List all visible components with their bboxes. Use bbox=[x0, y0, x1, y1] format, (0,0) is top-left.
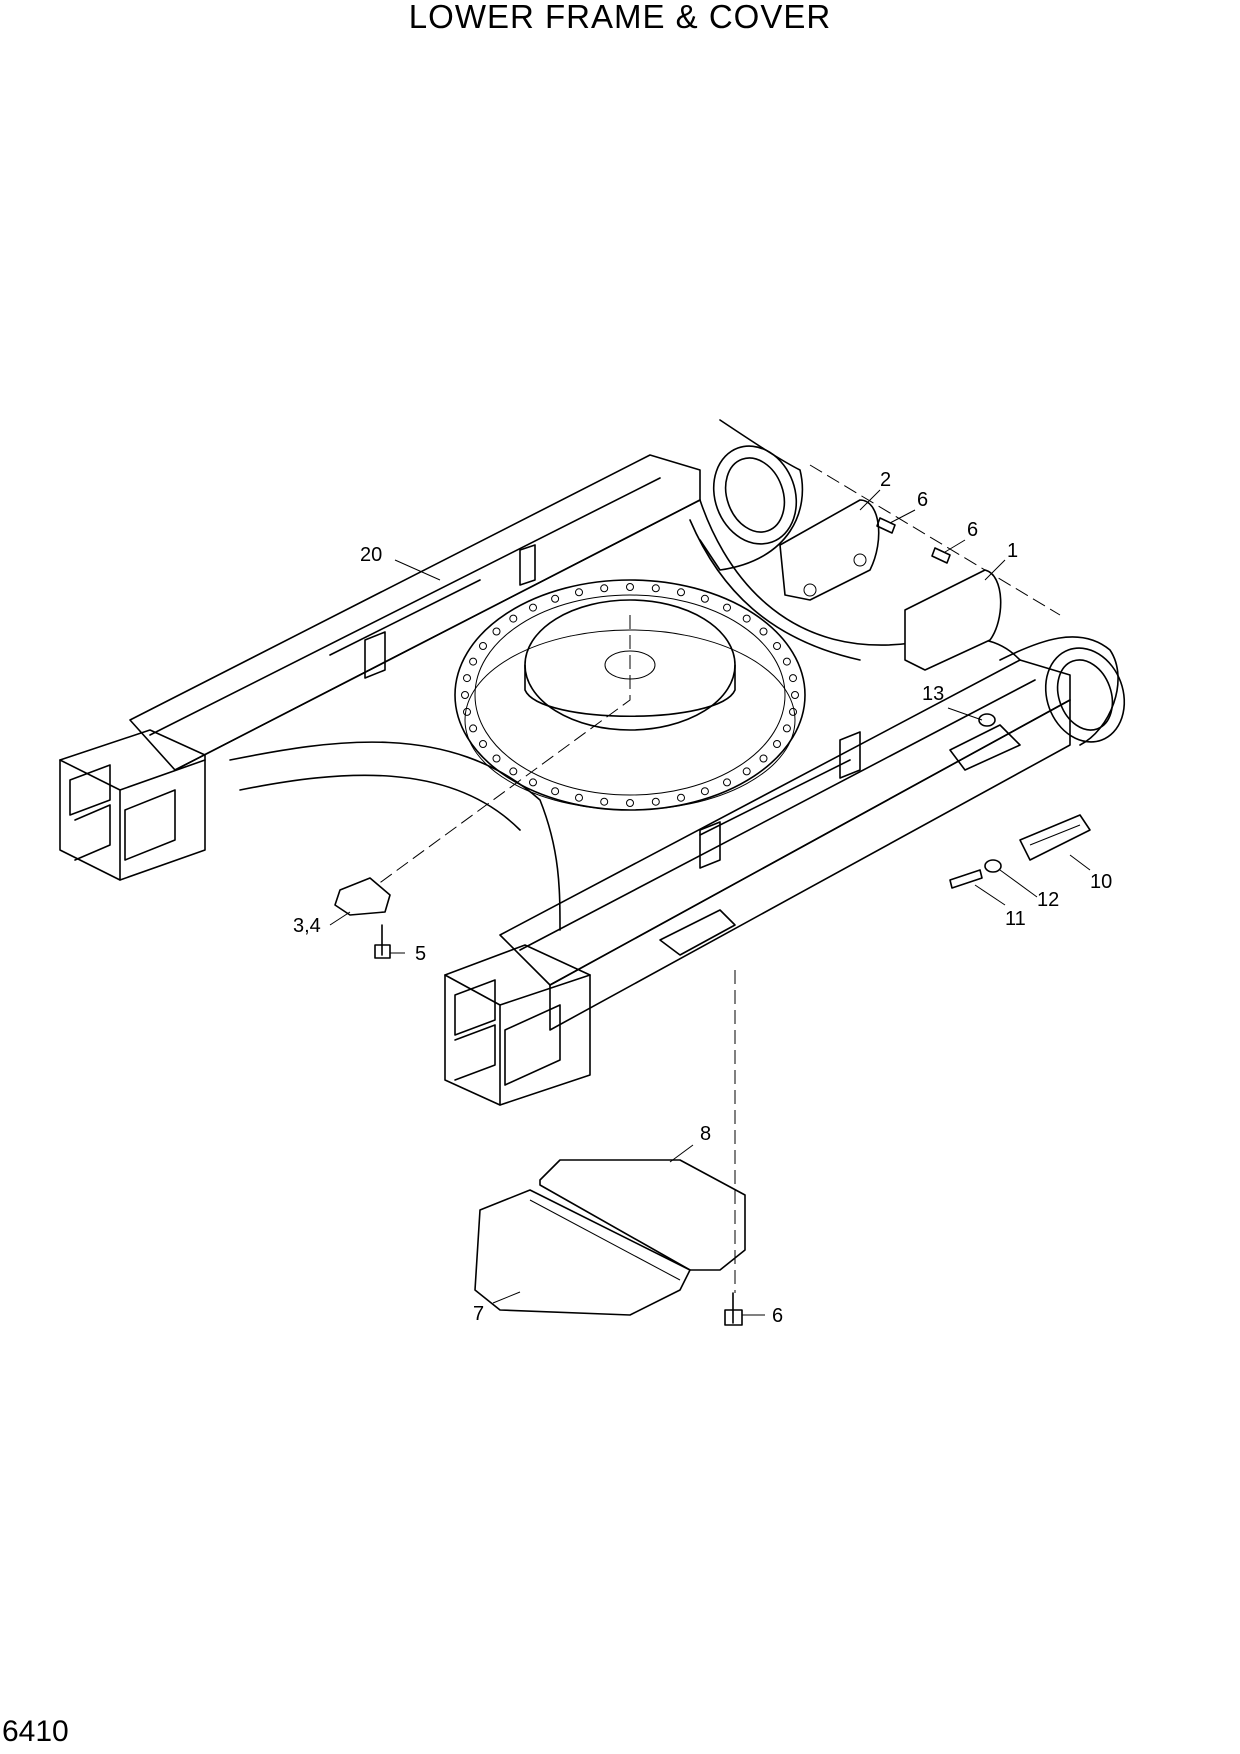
callout-8: 8 bbox=[700, 1123, 711, 1145]
bolt-hole bbox=[469, 724, 478, 733]
nut-13 bbox=[978, 713, 996, 727]
bolt-hole bbox=[509, 767, 518, 776]
bolt-6-upper-b bbox=[931, 547, 951, 564]
leader-lines bbox=[329, 489, 1091, 1316]
bolt-hole bbox=[469, 657, 478, 666]
bolt-hole bbox=[759, 627, 768, 636]
bolt-hole bbox=[651, 797, 660, 806]
page-number: 6410 bbox=[2, 1715, 69, 1748]
bolt-hole bbox=[551, 594, 560, 603]
callout-7: 7 bbox=[473, 1303, 484, 1325]
lower-frame bbox=[59, 419, 1126, 1106]
bolt-11 bbox=[949, 869, 983, 889]
bolt-hole bbox=[463, 674, 471, 683]
bolt-hole bbox=[782, 724, 791, 733]
bolt-hole bbox=[789, 674, 797, 683]
bolt-hole bbox=[575, 588, 583, 597]
callout-10: 10 bbox=[1090, 871, 1112, 893]
bolt-hole bbox=[742, 767, 751, 776]
bolt-hole bbox=[551, 787, 560, 796]
bolt-hole bbox=[626, 799, 634, 807]
bolt-hole bbox=[791, 691, 799, 699]
bolt-hole bbox=[529, 603, 537, 612]
bolt-hole bbox=[479, 740, 487, 748]
bolt-hole bbox=[773, 642, 781, 650]
idler-cover-2 bbox=[779, 499, 880, 601]
under-cover-7 bbox=[474, 1189, 691, 1316]
bolt-hole bbox=[759, 754, 768, 763]
page-title: LOWER FRAME & COVER bbox=[408, 0, 832, 35]
step-bracket-10 bbox=[1019, 814, 1091, 861]
bolt-hole bbox=[723, 603, 731, 612]
callout-5: 5 bbox=[415, 943, 426, 965]
bolt-hole bbox=[742, 614, 751, 623]
bolt-hole bbox=[461, 691, 469, 699]
callout-6-c: 6 bbox=[772, 1305, 783, 1327]
bolt-5 bbox=[374, 924, 391, 959]
callout-11: 11 bbox=[1005, 908, 1026, 930]
bolt-hole bbox=[492, 754, 501, 763]
idler-cover-1 bbox=[904, 569, 1002, 671]
bolt-hole bbox=[700, 787, 709, 796]
bolt-hole bbox=[789, 707, 797, 716]
bolt-hole bbox=[677, 793, 685, 802]
bolt-hole bbox=[773, 740, 781, 748]
bolt-hole bbox=[700, 594, 709, 603]
bolt-hole bbox=[626, 583, 634, 591]
bolt-hole bbox=[600, 584, 609, 593]
bolt-hole bbox=[782, 657, 791, 666]
bearing-bolt-holes bbox=[461, 583, 799, 807]
bolt-hole bbox=[492, 627, 501, 636]
bolt-hole bbox=[575, 793, 583, 802]
callout-2: 2 bbox=[880, 469, 891, 491]
callout-1: 1 bbox=[1007, 540, 1018, 562]
callout-12: 12 bbox=[1037, 889, 1059, 911]
bolt-hole bbox=[529, 778, 537, 787]
bolt-hole bbox=[463, 707, 471, 716]
bolt-hole bbox=[600, 797, 609, 806]
bolt-6-lower bbox=[724, 1292, 743, 1326]
callout-3-4: 3,4 bbox=[293, 915, 321, 937]
bolt-hole bbox=[509, 614, 518, 623]
bolt-hole bbox=[677, 588, 685, 597]
plate-3-4 bbox=[334, 877, 391, 916]
bolt-hole bbox=[479, 642, 487, 650]
bolt-6-upper-a bbox=[876, 517, 896, 534]
callout-13: 13 bbox=[922, 683, 944, 705]
callout-6-b: 6 bbox=[967, 519, 978, 541]
callout-20: 20 bbox=[360, 544, 382, 566]
under-cover-8 bbox=[539, 1159, 746, 1271]
bolt-hole bbox=[723, 778, 731, 787]
bolt-hole bbox=[651, 584, 660, 593]
callout-6-a: 6 bbox=[917, 489, 928, 511]
washer-12 bbox=[984, 859, 1002, 873]
